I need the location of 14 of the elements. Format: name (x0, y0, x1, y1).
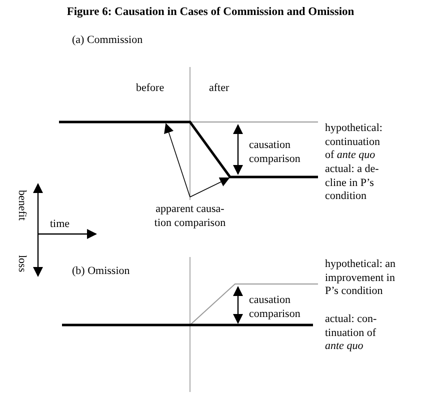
comparison-label: causation comparison (249, 294, 302, 321)
line-label: actual: a de- cline in P’s condition (325, 163, 380, 204)
axis-label: benefit (15, 190, 28, 221)
comparison-label: causation comparison (249, 139, 302, 166)
axis-label: loss (15, 255, 28, 272)
panel-label: (b) Omission (72, 265, 131, 278)
figure-title: Figure 6: Causation in Cases of Commission and Omission (66, 6, 356, 18)
axis-label: time (50, 218, 71, 232)
comparison-label: apparent causa- tion comparison (153, 203, 227, 230)
panel-label: (a) Commission (72, 34, 144, 48)
period-label: after (209, 82, 230, 96)
line-label: actual: con- tinuation of ante quo (325, 313, 378, 354)
line-label: hypothetical: an improvement in P’s condition (325, 258, 397, 298)
period-label: before (136, 82, 166, 96)
